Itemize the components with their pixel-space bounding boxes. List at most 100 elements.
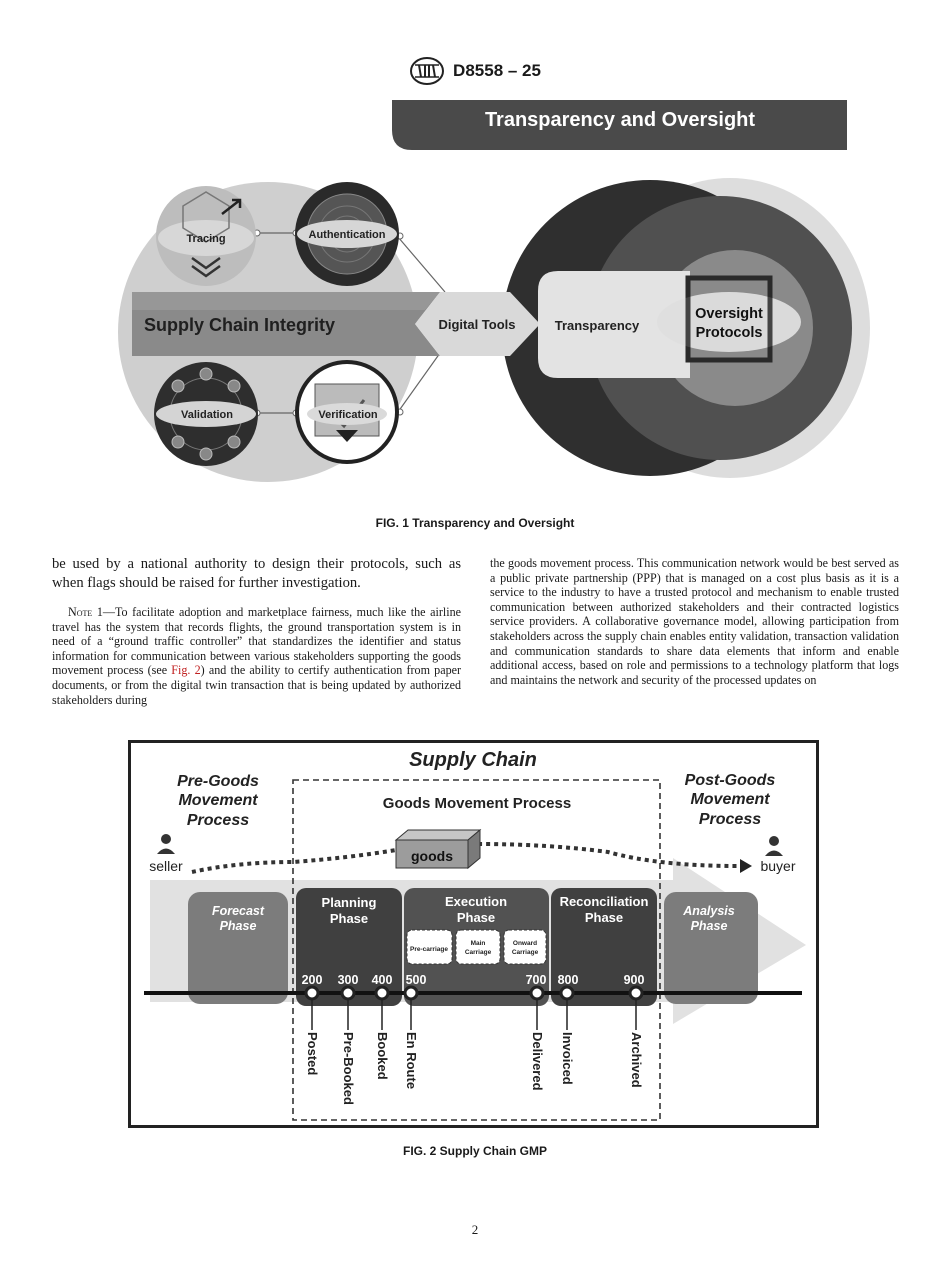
milestone-code: 200 (302, 973, 323, 987)
milestone-label: Delivered (530, 1032, 545, 1091)
onward-carriage-label-2: Carriage (512, 949, 539, 956)
milestone-label: Archived (629, 1032, 644, 1088)
gmp-title: Goods Movement Process (383, 795, 571, 812)
onward-carriage-box (503, 929, 547, 965)
figure-1: Transparency and Oversight Tracing Authe… (118, 100, 870, 482)
chevron-down-icon (191, 256, 221, 278)
gmp-dashed-box (292, 779, 661, 1121)
post-goods-1: Post-Goods (685, 772, 776, 789)
route-arrowhead-icon (740, 859, 752, 873)
pre-goods-3: Process (187, 812, 249, 829)
execution-label-1: Execution (445, 894, 507, 909)
analysis-label-1: Analysis (682, 904, 734, 918)
buyer-person-icon (765, 836, 783, 856)
milestone-label: En Route (404, 1032, 419, 1089)
precarriage-box (406, 929, 453, 965)
supply-chain-title: Supply Chain (409, 749, 537, 771)
planning-label-1: Planning (322, 895, 377, 910)
goods-route (191, 842, 739, 874)
transparency-capsule (538, 271, 690, 378)
milestone-code: 900 (624, 973, 645, 987)
note-text-b: ) and the ability to certify authenticat… (52, 663, 462, 707)
milestone-800: 800 Invoiced (558, 973, 579, 1085)
milestone-code: 400 (372, 973, 393, 987)
reconciliation-label-2: Phase (585, 910, 623, 925)
authentication-label: Authentication (309, 229, 386, 241)
precarriage-label: Pre-carriage (410, 946, 448, 953)
main-carriage-label-1: Main (471, 940, 486, 947)
planning-phase (296, 888, 402, 1006)
post-goods-3: Process (699, 811, 761, 828)
digital-tools-label: Digital Tools (438, 317, 515, 332)
milestone-marker (374, 985, 390, 1001)
standard-number: D8558 – 25 (453, 61, 541, 80)
execution-label-2: Phase (457, 910, 495, 925)
milestone-200: 200 Posted (302, 973, 323, 1075)
note-text-a: —To facilitate adoption and marketplace … (52, 605, 461, 678)
page-header: D8558 – 25 (0, 56, 950, 91)
goods-box-icon (394, 828, 482, 870)
banner-shape (392, 100, 847, 150)
tracing-label: Tracing (186, 233, 225, 245)
milestone-label: Pre-Booked (341, 1032, 356, 1105)
fig1-caption: FIG. 1 Transparency and Oversight (375, 516, 575, 530)
milestone-marker (340, 985, 356, 1001)
digital-tools-chevron (415, 292, 540, 356)
forecast-phase (188, 892, 288, 1004)
goods-label: goods (411, 848, 453, 864)
milestone-300: 300 Pre-Booked (338, 973, 359, 1105)
note-1: Note 1—To facilitate adoption and market… (52, 605, 461, 707)
forecast-label-1: Forecast (212, 904, 265, 918)
main-carriage-box (455, 929, 501, 965)
figure-2: Supply Chain Pre-Goods Movement Process … (128, 740, 819, 1128)
integrity-label: Supply Chain Integrity (144, 315, 335, 335)
milestone-label: Posted (305, 1032, 320, 1075)
fig2-link[interactable]: Fig. 2 (171, 663, 201, 678)
oversight-label-2: Protocols (696, 325, 763, 341)
milestone-label: Booked (375, 1032, 390, 1080)
left-column: be used by a national authority to desig… (52, 555, 461, 707)
milestone-400: 400 Booked (372, 973, 393, 1080)
pre-goods-1: Pre-Goods (177, 773, 259, 790)
milestone-900: 900 Archived (624, 973, 645, 1088)
milestone-marker (559, 985, 575, 1001)
milestone-code: 300 (338, 973, 359, 987)
pre-goods-2: Movement (178, 792, 258, 809)
milestone-code: 500 (406, 973, 427, 987)
post-goods-2: Movement (690, 791, 770, 808)
milestone-marker (304, 985, 320, 1001)
main-carriage-label-2: Carriage (465, 949, 492, 956)
analysis-phase (664, 892, 758, 1004)
milestone-label: Invoiced (560, 1032, 575, 1085)
forecast-label-2: Phase (220, 919, 257, 933)
onward-carriage-label-1: Onward (513, 940, 537, 947)
arrow-icon (221, 198, 242, 215)
seller-person-icon (157, 834, 175, 854)
oversight-label-1: Oversight (695, 306, 763, 322)
transparency-label: Transparency (555, 318, 640, 333)
cube-icon (182, 191, 230, 243)
milestone-marker (529, 985, 545, 1001)
verification-label: Verification (318, 409, 378, 421)
banner-title: Transparency and Oversight (485, 109, 755, 131)
seller-label: seller (149, 858, 183, 874)
reconciliation-label-1: Reconciliation (560, 894, 649, 909)
milestone-marker (628, 985, 644, 1001)
left-lead-paragraph: be used by a national authority to desig… (52, 556, 461, 591)
milestone-code: 700 (526, 973, 547, 987)
milestone-700: 700 Delivered (526, 973, 547, 1091)
milestone-500: 500 En Route (403, 973, 427, 1089)
milestone-code: 800 (558, 973, 579, 987)
analysis-label-2: Phase (691, 919, 728, 933)
note-label: Note 1 (68, 605, 103, 619)
page-number: 2 (471, 1222, 479, 1237)
reconciliation-phase (551, 888, 657, 1006)
buyer-label: buyer (760, 858, 795, 874)
planning-label-2: Phase (330, 911, 368, 926)
milestone-marker (403, 985, 419, 1001)
validation-label: Validation (181, 409, 233, 421)
fig2-caption: FIG. 2 Supply Chain GMP (402, 1144, 547, 1158)
right-column: the goods movement process. This communi… (490, 556, 899, 687)
right-paragraph: the goods movement process. This communi… (490, 556, 899, 687)
astm-logo-icon (410, 57, 445, 85)
